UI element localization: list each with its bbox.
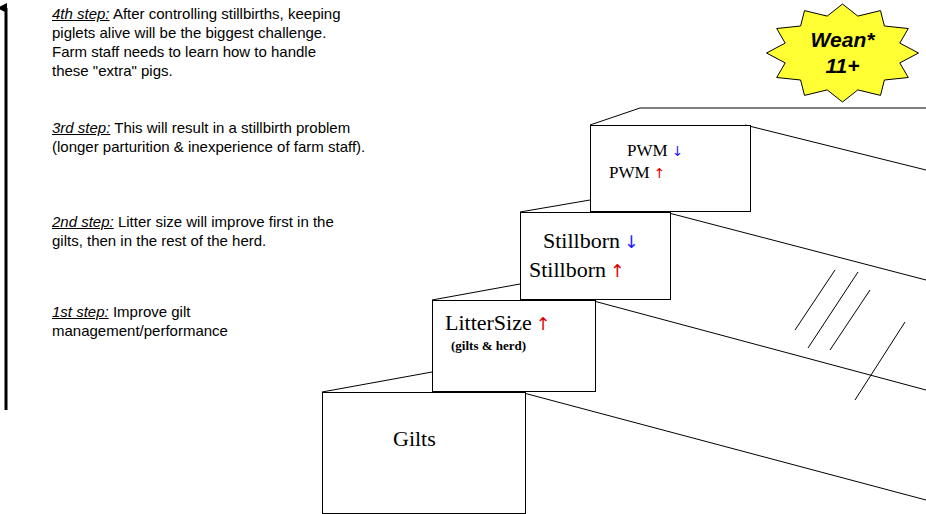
text-row: Stillborn↑ (529, 256, 670, 285)
text-row: Stillborn↓ (529, 227, 670, 256)
step-heading: 3rd step: (52, 119, 110, 136)
step-box: PWM↓PWM↑ (590, 125, 751, 212)
step-heading: 2nd step: (52, 213, 114, 230)
trend-arrow: ↓ (624, 232, 639, 252)
step-heading: 4th step: (52, 5, 110, 22)
progress-arrow (5, 8, 8, 410)
text-row: PWM↑ (609, 162, 750, 184)
step-note: 3rd step: This will result in a stillbir… (52, 118, 372, 156)
step-text: PWM (627, 141, 668, 160)
step-box: Stillborn↓Stillborn↑ (520, 212, 671, 300)
starburst: Wean* 11+ (765, 3, 920, 103)
text-row: Gilts (393, 425, 525, 453)
step-box: Gilts (322, 392, 526, 514)
step-tops (322, 108, 926, 500)
step-box: LitterSize↑(gilts & herd) (432, 300, 596, 392)
text-row: LitterSize↑ (445, 309, 595, 338)
step-text: Stillborn (543, 228, 620, 253)
step-text: Gilts (393, 426, 436, 451)
starburst-shape (765, 3, 920, 103)
trend-arrow: ↑ (610, 261, 625, 281)
trend-arrow: ↑ (654, 165, 665, 181)
step-text: PWM (609, 163, 650, 182)
step-text: Stillborn (529, 257, 606, 282)
trend-arrow: ↑ (536, 314, 551, 334)
step-note: 1st step: Improve gilt management/perfor… (52, 302, 312, 340)
step-note: 2nd step: Litter size will improve first… (52, 212, 352, 250)
step-heading: 1st step: (52, 303, 109, 320)
text-row: (gilts & herd) (445, 338, 595, 354)
step-text: (gilts & herd) (451, 338, 526, 353)
goal-text: Wean* 11+ (808, 27, 878, 79)
trend-arrow: ↓ (672, 143, 683, 159)
side-hatching (795, 270, 905, 400)
text-row: PWM↓ (609, 140, 750, 162)
step-note: 4th step: After controlling stillbirths,… (52, 4, 352, 80)
step-text: LitterSize (445, 310, 532, 335)
